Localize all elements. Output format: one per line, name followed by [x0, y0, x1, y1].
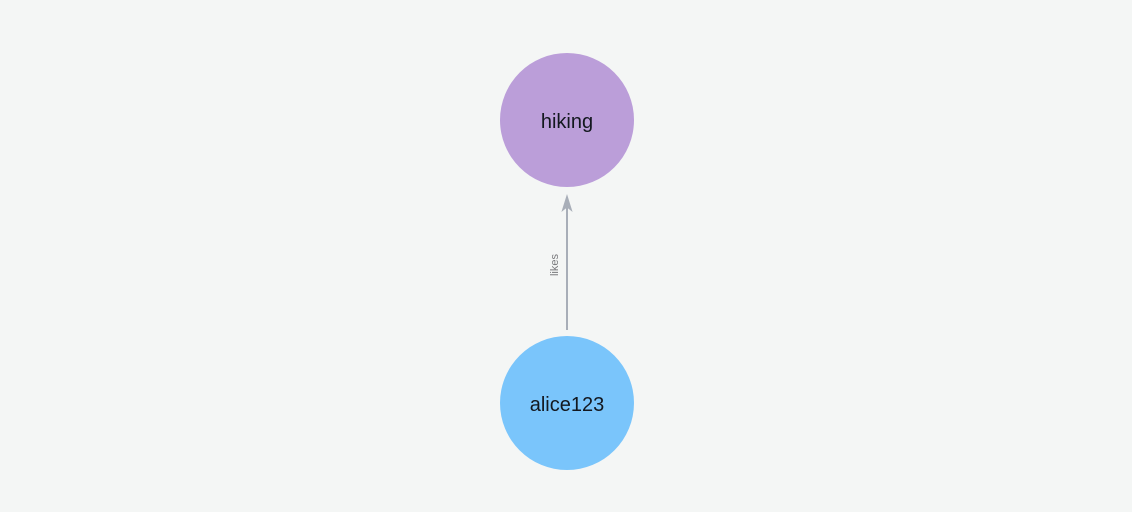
node-label: alice123	[530, 394, 605, 416]
edge-label: likes	[549, 254, 561, 277]
node-label: hiking	[541, 111, 593, 133]
node-circle[interactable]	[500, 336, 634, 470]
edge-arrowhead-icon	[561, 194, 573, 212]
node-hiking[interactable]: hiking	[500, 53, 634, 187]
edge-alice123-likes-hiking[interactable]: likes	[549, 194, 573, 330]
node-alice123[interactable]: alice123	[500, 336, 634, 470]
node-circle[interactable]	[500, 53, 634, 187]
